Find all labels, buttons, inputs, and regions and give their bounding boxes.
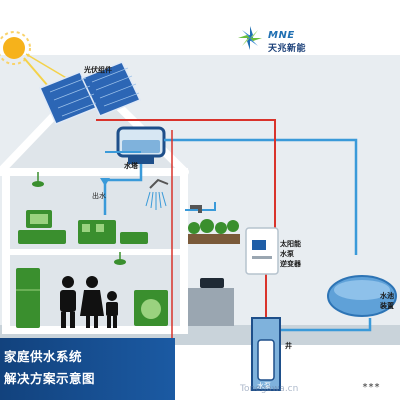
- brand-name-en: MNE: [268, 30, 295, 41]
- plants: [188, 219, 240, 244]
- water-pipe-storage: [164, 138, 358, 255]
- water-pipe-supply: [103, 164, 143, 215]
- label-water-tower: 水塔: [124, 162, 138, 170]
- water-tower: [116, 126, 166, 164]
- kitchen-appliances: [16, 268, 234, 328]
- inverter-box: [245, 227, 279, 275]
- water-tap-icon: [190, 205, 202, 213]
- solar-panel-array: [38, 61, 142, 125]
- sun-icon: [0, 31, 31, 65]
- label-pv-array: 光伏组件: [84, 66, 112, 74]
- shower-icon: [145, 178, 169, 210]
- living-room-furniture: [18, 210, 148, 244]
- title-line-1: 家庭供水系统: [4, 349, 83, 364]
- label-storage-1: 水池: [380, 292, 394, 300]
- power-line-pv: [96, 119, 276, 228]
- water-pipe-tap: [185, 202, 216, 211]
- well: [251, 317, 281, 391]
- label-well: 井: [285, 342, 292, 350]
- label-inverter-3: 逆变器: [280, 260, 301, 268]
- label-storage-2: 装置: [380, 302, 394, 310]
- title-line-2: 解决方案示意图: [4, 371, 96, 386]
- water-pipe-well: [270, 318, 372, 332]
- storage-tank: [327, 275, 397, 317]
- label-inverter-2: 水泵: [280, 250, 294, 258]
- label-pump: 水泵: [257, 382, 271, 390]
- corner-mark: ***: [362, 382, 381, 393]
- title-banner: 家庭供水系统 解决方案示意图: [0, 338, 175, 400]
- ceiling-lamp-lower: [114, 252, 126, 265]
- family-figures: [60, 276, 118, 328]
- ceiling-lamp-upper: [32, 172, 44, 187]
- brand-name-cn: 天兆新能: [268, 44, 307, 54]
- label-inverter-1: 太阳能: [280, 240, 301, 248]
- outlet-arrow: [100, 178, 110, 186]
- label-water-out: 出水: [92, 192, 106, 200]
- brand-logo-icon: [238, 26, 262, 50]
- watermark: Tonegawa.cn: [240, 384, 299, 394]
